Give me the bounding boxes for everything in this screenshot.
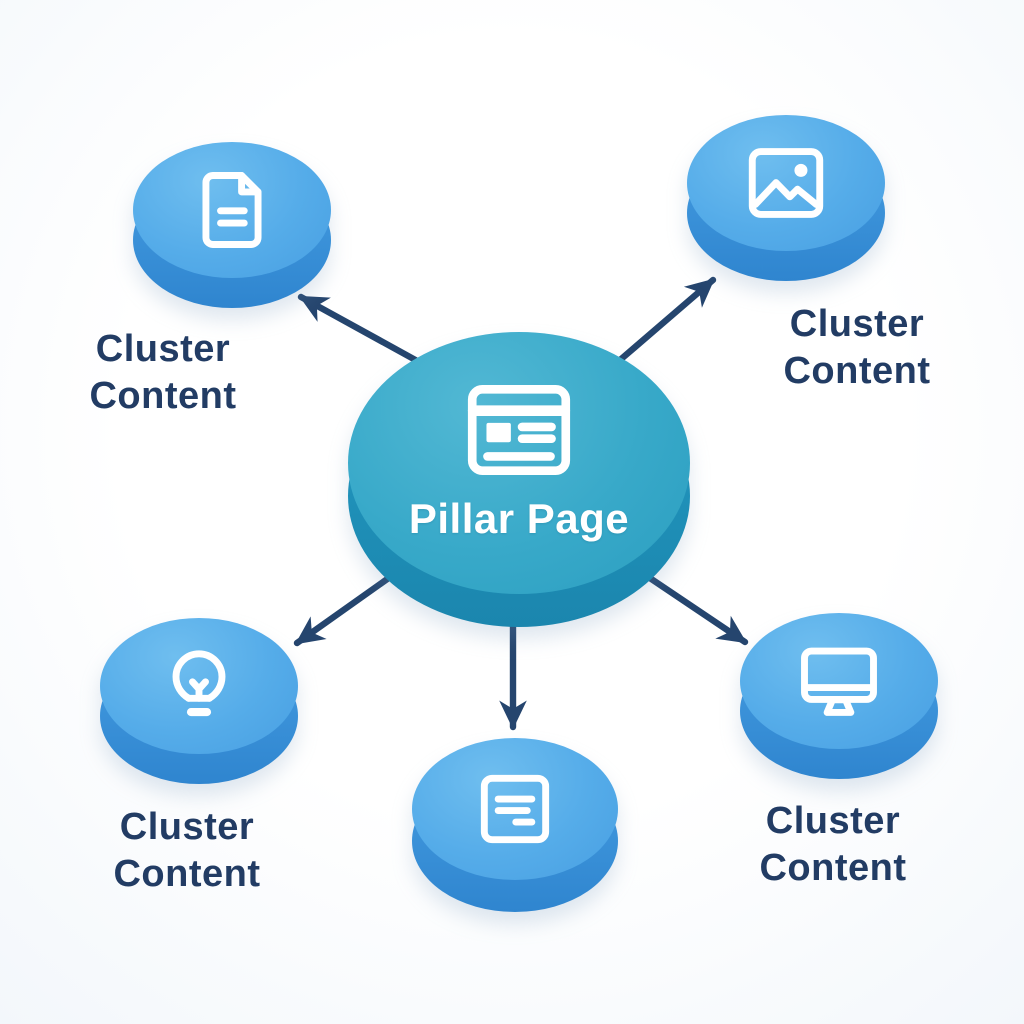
disc-face (133, 142, 331, 278)
label-line: Cluster (95, 327, 231, 370)
arrow-to-top-left (297, 293, 434, 372)
cluster-node-top-left (133, 142, 331, 308)
text-card-icon (480, 774, 550, 844)
image-icon (748, 148, 824, 218)
label-line: Cluster (789, 302, 925, 345)
lightbulb-icon (172, 650, 226, 717)
disc-face (412, 738, 618, 880)
disc-face (100, 618, 298, 754)
cluster-label-bottom-right: Cluster Content (759, 798, 906, 892)
label-line: Content (113, 853, 261, 895)
cluster-node-bottom-left (100, 618, 298, 784)
cluster-label-top-right: Cluster Content (783, 301, 930, 395)
label-line: Content (759, 847, 907, 889)
cluster-node-bottom-center (412, 738, 618, 912)
label-line: Content (783, 350, 931, 392)
label-line: Cluster (765, 799, 901, 842)
browser-window-icon (467, 385, 571, 475)
arrow-to-bottom-right (631, 564, 749, 646)
disc-face (687, 115, 885, 251)
arrow-to-top-right (616, 276, 717, 364)
cluster-node-top-right (687, 115, 885, 281)
label-line: Cluster (119, 805, 255, 848)
monitor-icon (801, 647, 877, 716)
label-line: Content (89, 375, 237, 417)
arrow-to-bottom-left (293, 566, 404, 647)
document-icon (202, 172, 262, 248)
pillar-page-node: Pillar Page (348, 332, 690, 627)
disc-face: Pillar Page (348, 332, 690, 594)
cluster-label-top-left: Cluster Content (89, 326, 236, 420)
cluster-node-bottom-right (740, 613, 938, 779)
disc-face (740, 613, 938, 749)
pillar-page-label: Pillar Page (408, 495, 630, 542)
cluster-label-bottom-left: Cluster Content (113, 804, 260, 898)
